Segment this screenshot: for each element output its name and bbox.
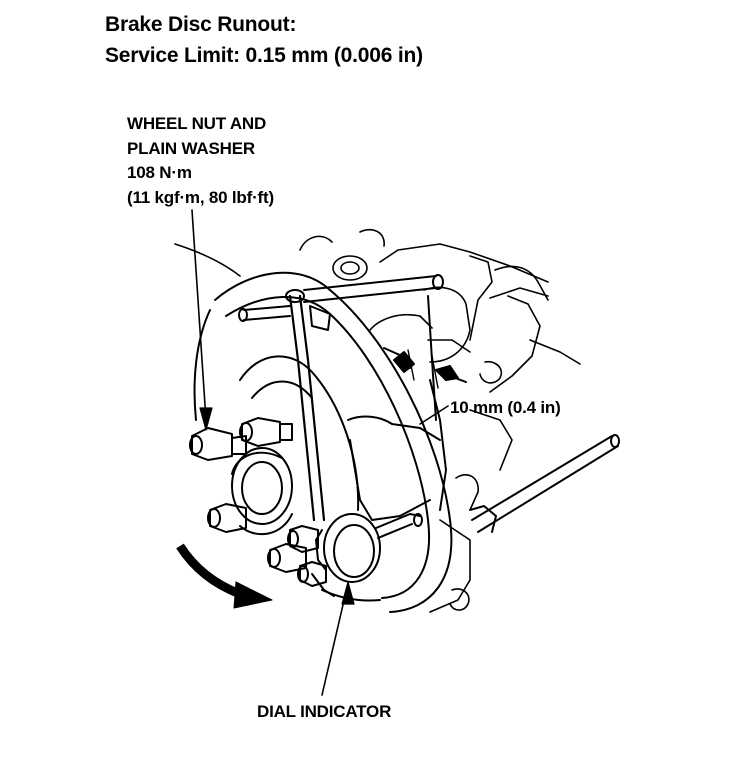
wheel-hub xyxy=(232,448,292,534)
wheel-nut-arrowhead xyxy=(200,408,212,430)
wheel-nut-upper-right xyxy=(240,418,292,446)
dial-indicator-leader xyxy=(322,592,346,695)
dial-indicator xyxy=(312,514,422,596)
wheel-nut-bottom xyxy=(298,562,326,586)
wheel-nut-upper-left xyxy=(190,428,246,460)
wheel-nut-label-line1: WHEEL NUT AND xyxy=(127,114,267,133)
wheel-nut-middle-left xyxy=(208,504,246,532)
indicator-stand xyxy=(239,275,443,520)
wheel-nut-torque-alt: (11 kgf·m, 80 lbf·ft) xyxy=(127,188,274,207)
brake-disc xyxy=(195,273,452,612)
wheel-nut-label-line2: PLAIN WASHER xyxy=(127,139,255,158)
callout-leaders xyxy=(192,210,448,695)
wheel-nut-lower-right xyxy=(288,526,318,552)
tie-rod xyxy=(470,435,619,532)
suspension-background xyxy=(175,230,580,612)
rotation-arrow-icon xyxy=(180,546,272,608)
wheel-nut-torque: 108 N·m xyxy=(127,163,192,182)
dial-indicator-arrowhead xyxy=(342,582,354,604)
service-limit-text: Service Limit: 0.15 mm (0.006 in) xyxy=(105,44,423,67)
dial-indicator-label: DIAL INDICATOR xyxy=(257,702,392,721)
distance-leader xyxy=(420,406,448,424)
wheel-nuts xyxy=(190,418,326,586)
title-brake-disc-runout: Brake Disc Runout: xyxy=(105,13,297,36)
caliper-bracket xyxy=(348,380,446,520)
arrowheads xyxy=(200,408,354,604)
wheel-nut-leader xyxy=(192,210,206,420)
measurement-arrows xyxy=(384,348,466,388)
